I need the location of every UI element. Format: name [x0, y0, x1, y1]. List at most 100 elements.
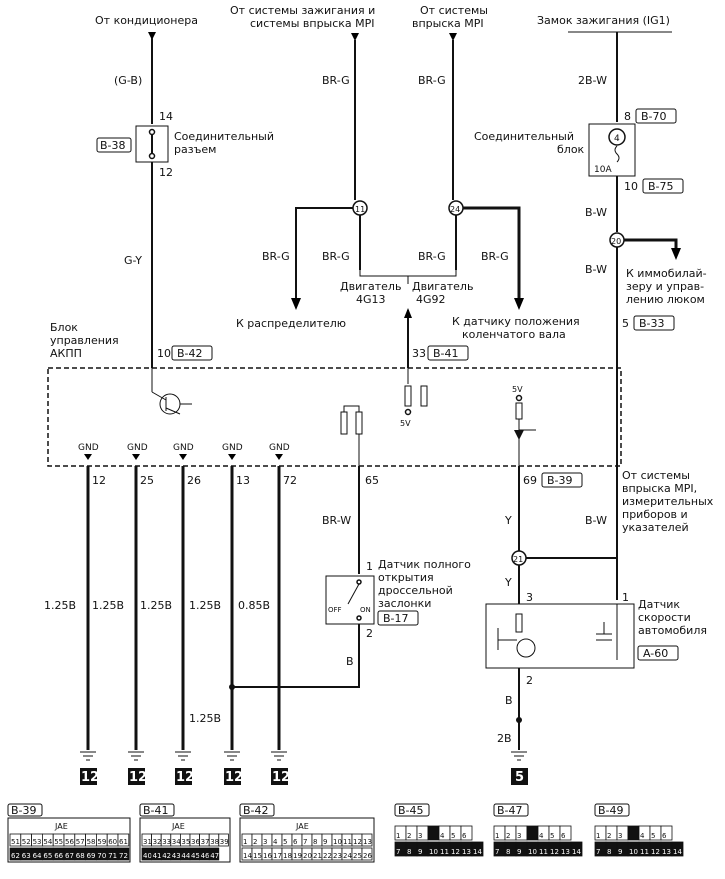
connector-cell-label: 38 — [210, 838, 219, 846]
wire-wot-ground — [232, 640, 360, 688]
vss-body — [485, 603, 635, 669]
connector-cell-label: 3 — [618, 832, 622, 840]
connector-cell — [471, 841, 484, 857]
connector-cell-label: 7 — [396, 848, 400, 856]
connector-cell-label: 22 — [323, 852, 332, 860]
pin-1-vss: 1 — [622, 591, 629, 604]
label-from-mpi-line2: впрыска MPI — [412, 17, 484, 30]
wire-label-125b-2: 1.25B — [92, 599, 124, 612]
gnd-label-72: GND — [269, 443, 290, 453]
wire-label-bw-2: B-W — [585, 263, 607, 276]
ground-point-12-e: 12 — [272, 770, 290, 785]
connector-cell-label: 16 — [263, 852, 272, 860]
connector-cell-label: 7 — [303, 838, 307, 846]
label-from-mpi-line1: От системы — [420, 4, 488, 17]
joint-block-body — [588, 123, 636, 177]
connector-cell — [117, 847, 130, 861]
label-connector-joint-1: Соединительный — [174, 130, 274, 143]
connector-cell-label: 13 — [561, 848, 570, 856]
connector-cell — [570, 841, 583, 857]
wire-label-brg-1: BR-G — [322, 74, 350, 87]
pin-13: 13 — [236, 474, 250, 487]
label-wot-1: Датчик полного — [378, 558, 471, 571]
engine-bracket — [359, 270, 457, 277]
connector-cell-label: 5 — [550, 832, 554, 840]
connector-cell — [117, 833, 130, 847]
label-tcu-3: АКПП — [50, 347, 82, 360]
wire-label-brg-5: BR-G — [481, 250, 509, 263]
wot-contact-top — [356, 579, 362, 585]
connector-cell-label: 63 — [22, 852, 31, 860]
connector-cell-label: 64 — [33, 852, 42, 860]
svg-text:B-41: B-41 — [143, 804, 169, 817]
ground-point-box-5 — [271, 768, 288, 785]
pin-3-vss: 3 — [526, 591, 533, 604]
label-from-ac: От кондиционера — [95, 14, 198, 27]
label-wot-3: дроссельной — [378, 584, 453, 597]
fuse-element-icon — [614, 145, 620, 163]
arrow-to-distributor — [291, 298, 301, 310]
connector-cell-label: 5 — [451, 832, 455, 840]
tag-b41-box — [427, 345, 469, 361]
gnd-arrow-25 — [132, 454, 140, 460]
connector-cell-label: 69 — [87, 852, 96, 860]
connector-cell-label: 19 — [293, 852, 302, 860]
connector-cell-label: 4 — [273, 838, 278, 846]
ground-point-box-3 — [175, 768, 192, 785]
connector-cell-label: 2 — [607, 832, 611, 840]
gnd-label-25: GND — [127, 443, 148, 453]
tag-b39-box — [541, 472, 583, 488]
connector-cell-label: 11 — [640, 848, 649, 856]
tag-a60-box — [637, 645, 679, 661]
gnd-arrow-72 — [275, 454, 283, 460]
pin-8: 8 — [624, 110, 631, 123]
fuse-number: 4 — [614, 134, 620, 144]
ground-symbol-6 — [511, 751, 527, 761]
ground-point-5: 5 — [515, 770, 524, 785]
connector-cell-label: 4 — [440, 832, 445, 840]
tag-b33-box — [633, 315, 675, 331]
connector-cell-label: 45 — [191, 852, 200, 860]
wire-label-b-wot: B — [346, 655, 354, 668]
pin-10-b75: 10 — [624, 180, 638, 193]
connector-cell-label: 6 — [561, 832, 566, 840]
tag-b41: B-41 — [433, 347, 459, 360]
connector-cell-label: 11 — [343, 838, 352, 846]
connector-cell-label: 61 — [119, 838, 128, 846]
connector-cell-label: 14 — [572, 848, 581, 856]
connector-cell-label: 43 — [172, 852, 181, 860]
wot-switch-lever — [347, 583, 360, 605]
pin-14: 14 — [159, 110, 173, 123]
tag-a60: A-60 — [643, 647, 668, 660]
b38-pin-bottom — [148, 152, 156, 160]
connector-cell-label: 53 — [33, 838, 42, 846]
label-connector-joint-2: разъем — [174, 143, 216, 156]
connector-cell-label: 3 — [263, 838, 267, 846]
ground-point-12-d: 12 — [225, 770, 243, 785]
gnd-arrow-12 — [84, 454, 92, 460]
ground-point-box-1 — [80, 768, 97, 785]
svg-text:JAE: JAE — [54, 822, 68, 831]
connector-cell-label: 71 — [108, 852, 117, 860]
connector-cell-label: 9 — [618, 848, 622, 856]
junction-21-label: 21 — [513, 555, 523, 564]
gnd-arrow-26 — [179, 454, 187, 460]
connector-cell-label: 24 — [343, 852, 352, 860]
label-ignition-switch: Замок зажигания (IG1) — [537, 14, 670, 27]
wire-label-brg-4: BR-G — [418, 74, 446, 87]
wire-to-crank-sensor — [463, 206, 521, 300]
resistor-33-b — [420, 385, 428, 407]
svg-text:B-49: B-49 — [598, 804, 624, 817]
tag-b17: B-17 — [383, 612, 409, 625]
connector-cell-label: 40 — [143, 852, 152, 860]
tag-b70: B-70 — [641, 110, 667, 123]
tag-b42-box — [171, 345, 213, 361]
connector-cell-label: 66 — [54, 852, 63, 860]
wire-label-125b-5: 1.25B — [189, 712, 221, 725]
tag-b75: B-75 — [648, 180, 674, 193]
connector-cell-label: 14 — [673, 848, 682, 856]
connector-cell-label: 2 — [506, 832, 510, 840]
